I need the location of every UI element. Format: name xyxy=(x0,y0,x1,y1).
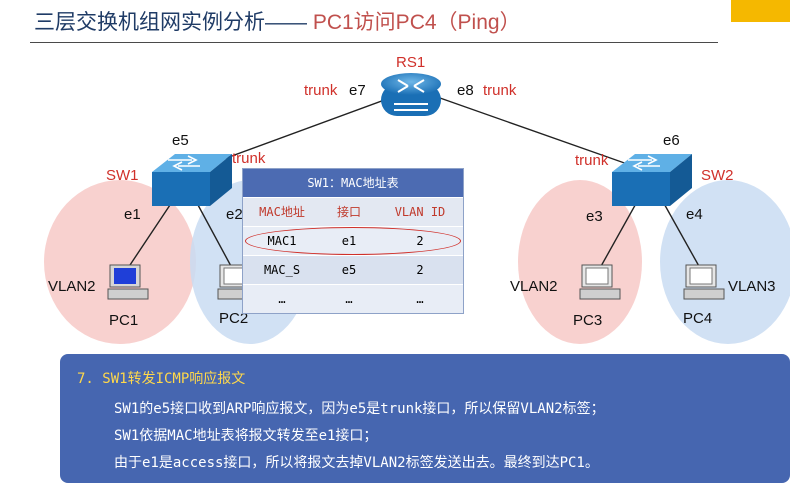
title-main: 三层交换机组网实例分析—— xyxy=(34,11,307,34)
callout-line: SW1依据MAC地址表将报文转发至e1接口； xyxy=(114,428,378,444)
title-sub: PC1访问PC4（Ping） xyxy=(307,11,521,34)
port-e2-label: e2 xyxy=(226,206,243,223)
table-row: … … … xyxy=(243,284,463,313)
table-cell: e5 xyxy=(341,263,357,277)
vlan2-area-right xyxy=(518,180,642,344)
vlan3-area-right xyxy=(660,180,790,344)
page-title: 三层交换机组网实例分析—— PC1访问PC4（Ping） xyxy=(34,6,521,36)
mac-table-title: SW1：MAC地址表 xyxy=(243,169,463,197)
vlan-label-right-b: VLAN3 xyxy=(728,278,776,295)
trunk-label-e8: trunk xyxy=(483,82,517,99)
table-cell: … xyxy=(345,292,353,306)
link-e1-pc1 xyxy=(127,204,171,269)
vlan-label-left: VLAN2 xyxy=(48,278,96,295)
trunk-label-e7: trunk xyxy=(304,82,338,99)
switch-icon xyxy=(152,154,232,206)
switch2-label: SW2 xyxy=(701,167,734,184)
table-header-row: MAC地址 接口 VLAN ID xyxy=(243,197,463,226)
link-e3-pc3 xyxy=(599,199,639,269)
port-e7-label: e7 xyxy=(349,82,366,99)
switch1-label: SW1 xyxy=(106,167,139,184)
vlan2-area-left xyxy=(44,180,196,344)
pc-icon xyxy=(579,264,621,300)
pc1-label: PC1 xyxy=(109,312,139,329)
step-callout: 7. SW1转发ICMP响应报文 SW1的e5接口收到ARP响应报文，因为e5是… xyxy=(60,354,790,483)
port-e4-label: e4 xyxy=(686,206,703,223)
table-row: MAC_S e5 2 xyxy=(243,255,463,284)
table-cell: … xyxy=(416,292,424,306)
pc-icon xyxy=(683,264,725,300)
table-header-cell: VLAN ID xyxy=(394,205,446,219)
callout-line: SW1的e5接口收到ARP响应报文，因为e5是trunk接口，所以保留VLAN2… xyxy=(114,401,605,417)
callout-line: 由于e1是access接口，所以将报文去掉VLAN2标签发送出去。最终到达PC1… xyxy=(114,455,599,471)
switch-icon xyxy=(612,154,692,206)
link-e2-pc2 xyxy=(197,204,233,269)
pc-icon xyxy=(107,264,149,300)
port-e5-label: e5 xyxy=(172,132,189,149)
pc4-label: PC4 xyxy=(683,310,713,327)
port-e1-label: e1 xyxy=(124,206,141,223)
step-heading: 7. SW1转发ICMP响应报文 xyxy=(77,371,246,387)
table-header-cell: MAC地址 xyxy=(259,205,305,219)
table-cell: 2 xyxy=(416,263,424,277)
title-rule xyxy=(30,42,718,43)
table-cell: MAC_S xyxy=(263,263,301,277)
highlight-ellipse xyxy=(245,227,461,255)
vlan-label-right-a: VLAN2 xyxy=(510,278,558,295)
link-e4-pc4 xyxy=(661,199,701,269)
trunk-label-e5: trunk xyxy=(232,150,266,167)
table-header-cell: 接口 xyxy=(336,205,361,219)
port-e3-label: e3 xyxy=(586,208,603,225)
pc2-label: PC2 xyxy=(219,310,249,327)
table-cell: … xyxy=(278,292,286,306)
trunk-label-e6: trunk xyxy=(575,152,609,169)
router-label: RS1 xyxy=(396,54,426,71)
port-e8-label: e8 xyxy=(457,82,474,99)
pc3-label: PC3 xyxy=(573,312,603,329)
router-icon xyxy=(381,73,441,116)
mac-address-table: SW1：MAC地址表 MAC地址 接口 VLAN ID MAC1 e1 2 MA… xyxy=(242,168,464,314)
link-e8-e6 xyxy=(439,97,651,173)
corner-accent xyxy=(731,0,790,22)
table-row: MAC1 e1 2 xyxy=(243,226,463,255)
port-e6-label: e6 xyxy=(663,132,680,149)
